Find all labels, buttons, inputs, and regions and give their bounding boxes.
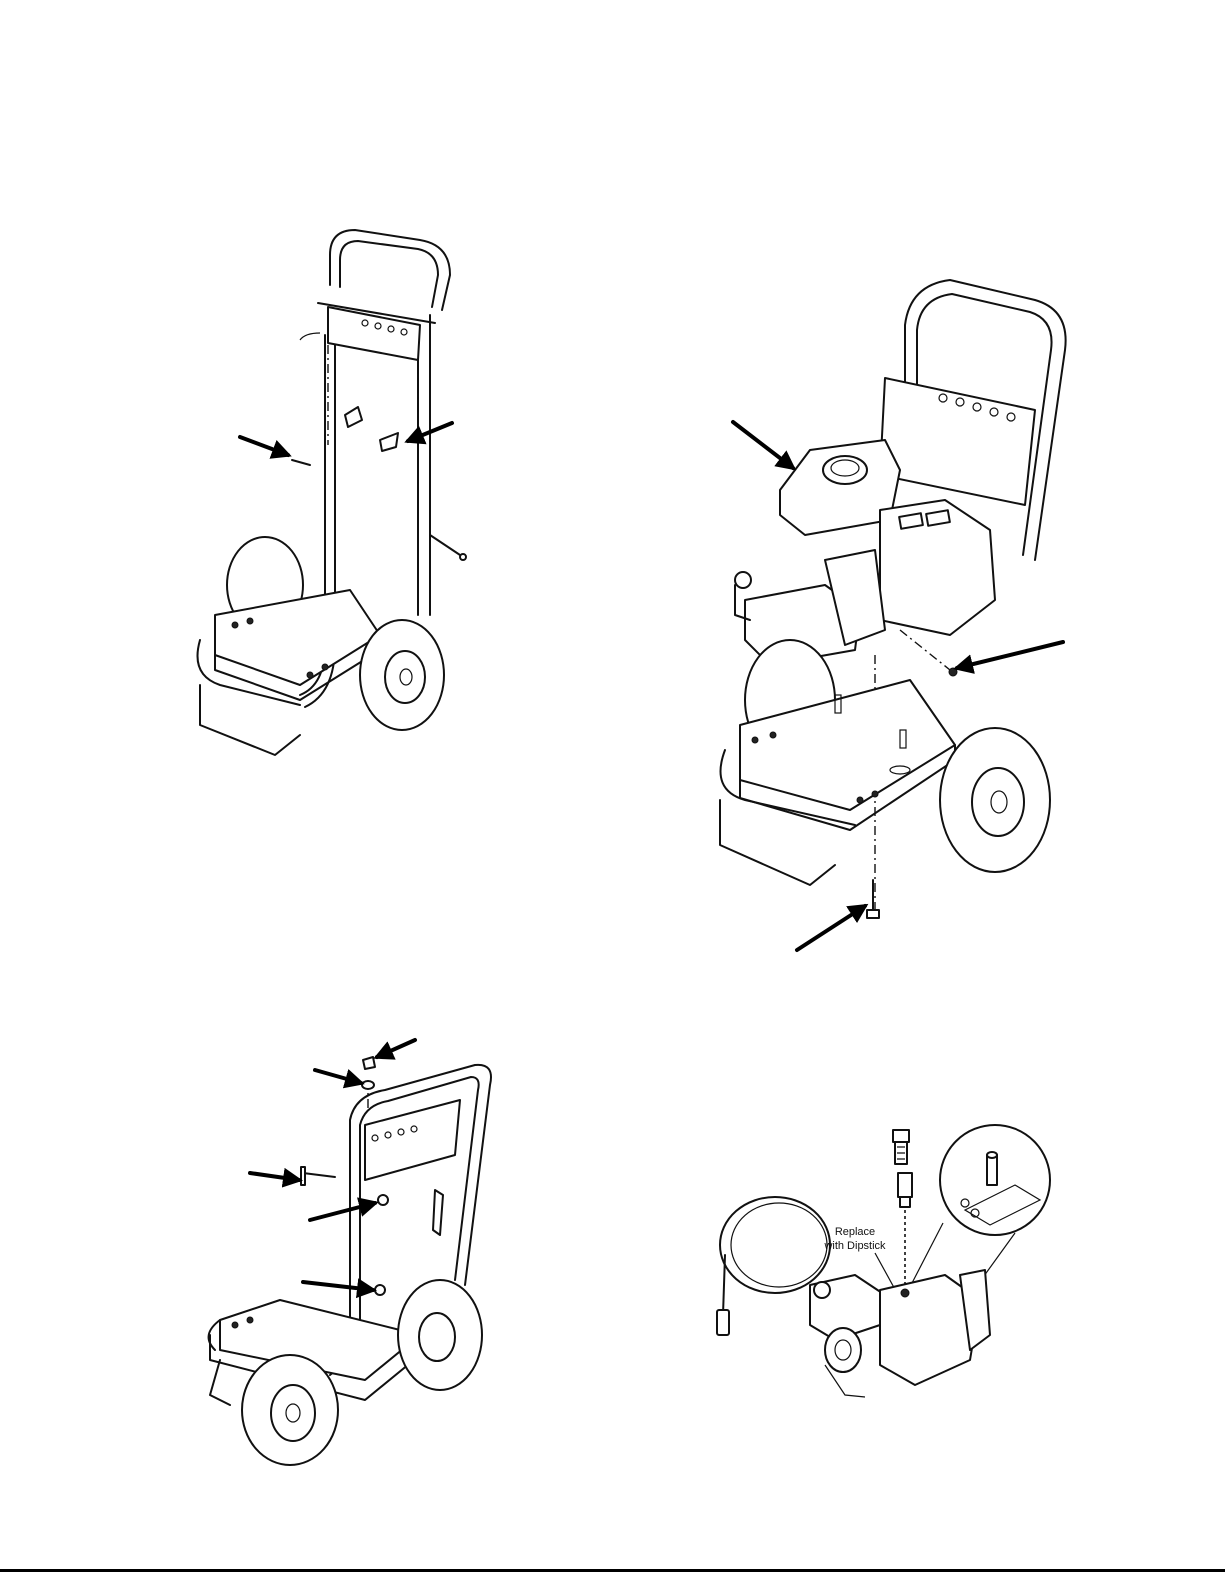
knob-clamp [380,433,398,451]
hose-coil [720,1197,830,1293]
washer [362,1081,374,1089]
callout-arrow-pin [240,437,288,455]
pump-dipstick-figure: Replace with Dipstick [715,1125,1050,1415]
hose-fitting [717,1310,729,1335]
callout-arrow-nut [957,642,1063,668]
side-bolt [430,535,460,555]
engine-mount-figure [695,270,1075,960]
accessory-panel [365,1100,460,1180]
callout-with-dipstick: with Dipstick [823,1240,886,1252]
upper-bracket [345,407,362,427]
callout-arrow-washer [315,1070,361,1083]
callout-arrow-engine [733,422,793,468]
callout-arrow-pin [250,1173,299,1180]
cart-frame-figure [180,215,500,775]
hose-hook [433,1190,443,1235]
top-cap [363,1057,375,1069]
callout-arrow-bolt [797,906,865,950]
callout-replace: Replace [835,1226,875,1238]
quick-connect [893,1130,909,1142]
handle-accessory-figure [205,1035,505,1465]
grommet [378,1195,388,1205]
callout-arrow-cap [377,1040,415,1057]
adapter-fitting [898,1173,912,1197]
callout-arrow-grommet [310,1203,375,1220]
callout-arrow-bracket [303,1282,373,1290]
page-footer-rule [0,1569,1225,1572]
accessory-panel [880,378,1035,505]
pressure-knob [735,572,751,588]
